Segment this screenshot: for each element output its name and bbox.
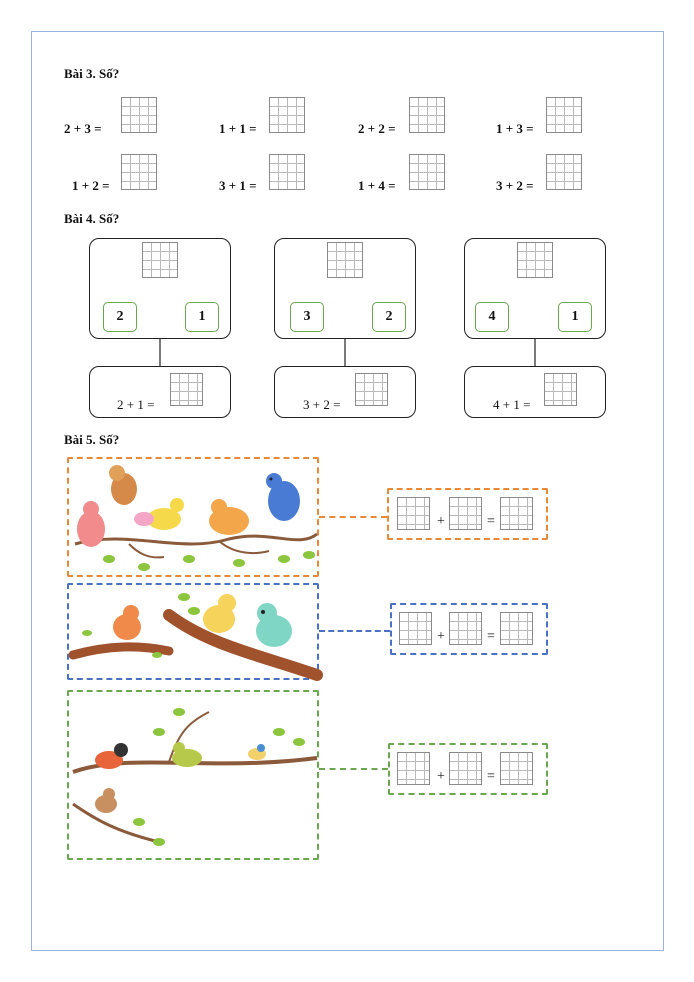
bird-picture-3 [67,690,319,860]
answer-cell[interactable] [409,154,445,190]
bai3-eq-3: 2 + 2 = [358,121,396,136]
plus-sign: + [437,514,445,529]
answer-cell[interactable] [449,752,482,785]
answer-cell[interactable] [517,242,553,278]
answer-cell[interactable] [142,242,178,278]
connector-line [319,768,388,770]
tree-right-number: 2 [372,302,406,332]
answer-cell[interactable] [269,154,305,190]
answer-cell[interactable] [546,154,582,190]
page-border [31,31,664,951]
answer-cell[interactable] [355,373,388,406]
answer-cell[interactable] [409,97,445,133]
answer-cell[interactable] [449,497,482,530]
bai3-eq-2: 1 + 1 = [219,121,257,136]
equation-box [274,366,416,418]
bai5-heading: Bài 5. Số? [64,432,120,447]
equals-sign: = [487,629,495,644]
birds-on-branch-illustration [72,708,318,846]
connector-line [319,630,390,632]
bai3-eq-6: 3 + 1 = [219,178,257,193]
tree-left-number: 2 [103,302,137,332]
answer-cell[interactable] [399,612,432,645]
tree-right-number: 1 [558,302,592,332]
answer-cell[interactable] [500,612,533,645]
equation-box [89,366,231,418]
plus-sign: + [437,769,445,784]
answer-cell[interactable] [500,752,533,785]
answer-cell[interactable] [500,497,533,530]
answer-cell[interactable] [544,373,577,406]
answer-box-2 [390,603,548,655]
tree-equation: 3 + 2 = [303,397,341,412]
answer-cell[interactable] [546,97,582,133]
tree-equation: 2 + 1 = [117,397,155,412]
bird-picture-1 [67,457,319,577]
bai3-eq-4: 1 + 3 = [496,121,534,136]
answer-box-3 [388,743,548,795]
bai4-heading: Bài 4. Số? [64,211,120,226]
tree-left-number: 4 [475,302,509,332]
answer-box-1 [387,488,548,540]
birds-on-branch-illustration [68,593,323,681]
equals-sign: = [487,514,495,529]
birds-on-branch-illustration [74,465,318,571]
answer-cell[interactable] [327,242,363,278]
answer-cell[interactable] [121,154,157,190]
answer-cell[interactable] [449,612,482,645]
equals-sign: = [487,769,495,784]
bird-picture-2 [67,583,323,681]
answer-cell[interactable] [397,752,430,785]
answer-cell[interactable] [397,497,430,530]
plus-sign: + [437,629,445,644]
bai3-eq-5: 1 + 2 = [72,178,110,193]
answer-cell[interactable] [269,97,305,133]
bai3-heading: Bài 3. Số? [64,66,120,81]
answer-cell[interactable] [170,373,203,406]
tree-right-number: 1 [185,302,219,332]
bai3-eq-8: 3 + 2 = [496,178,534,193]
tree-equation: 4 + 1 = [493,397,531,412]
tree-left-number: 3 [290,302,324,332]
bai3-eq-7: 1 + 4 = [358,178,396,193]
connector-line [319,516,387,518]
equation-box [464,366,606,418]
bai3-eq-1: 2 + 3 = [64,121,102,136]
answer-cell[interactable] [121,97,157,133]
